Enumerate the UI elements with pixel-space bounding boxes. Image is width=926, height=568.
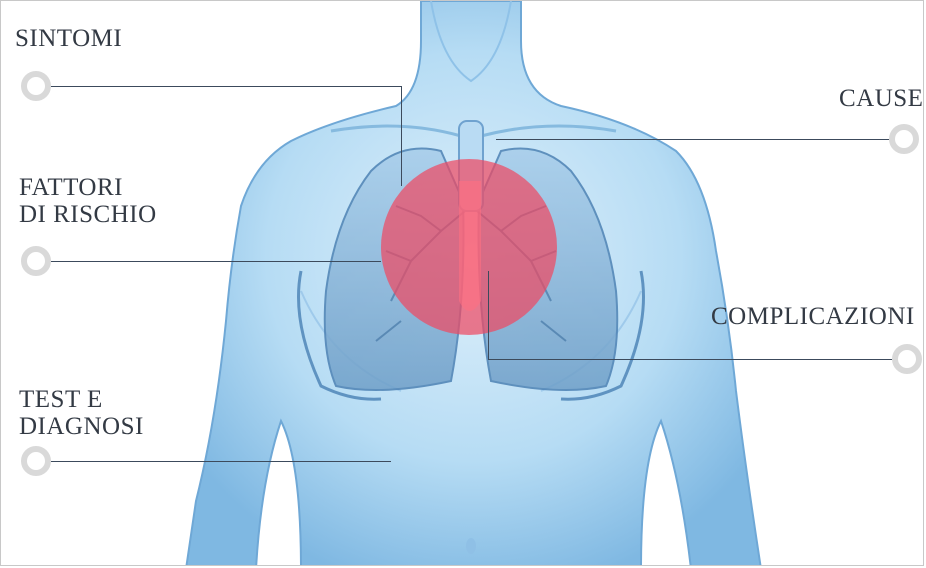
connector-sintomi-drop	[401, 86, 402, 186]
node-complicazioni[interactable]	[892, 344, 922, 374]
connector-fattori-di-rischio	[51, 261, 381, 262]
node-test-e-diagnosi[interactable]	[21, 446, 51, 476]
connector-complicazioni	[488, 359, 892, 360]
connector-cause	[496, 139, 889, 140]
connector-sintomi	[51, 86, 401, 87]
label-cause: CAUSE	[839, 85, 923, 112]
connector-complicazioni-rise	[488, 271, 489, 359]
node-fattori-di-rischio[interactable]	[21, 246, 51, 276]
label-fattori-di-rischio: FATTORI DI RISCHIO	[19, 174, 157, 228]
node-cause[interactable]	[889, 124, 919, 154]
connector-test-e-diagnosi	[51, 461, 391, 462]
label-test-e-diagnosi: TEST E DIAGNOSI	[19, 386, 144, 440]
label-sintomi: SINTOMI	[15, 25, 122, 52]
label-complicazioni: COMPLICAZIONI	[711, 303, 915, 330]
node-sintomi[interactable]	[21, 71, 51, 101]
